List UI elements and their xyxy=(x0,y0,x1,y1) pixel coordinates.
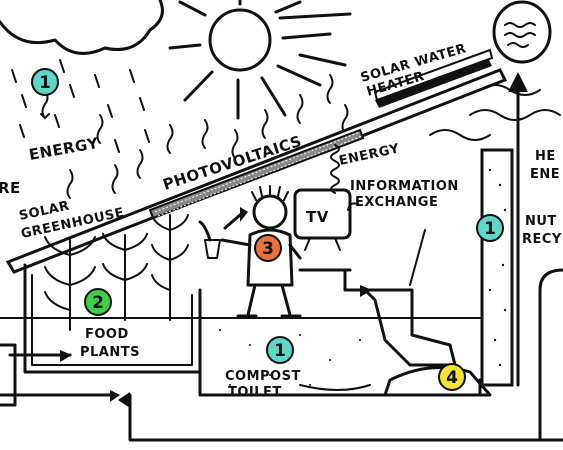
label-energy-right: ENERGY xyxy=(338,141,401,168)
marker-label: 4 xyxy=(446,368,458,388)
rain-lines xyxy=(11,59,150,153)
arrowheads xyxy=(60,207,372,408)
label-food: FOOD xyxy=(85,327,129,342)
stack-column xyxy=(480,148,514,387)
label-heat-2: ENE xyxy=(530,167,560,182)
cup-icon xyxy=(204,239,221,259)
marker-2-plants: 2 xyxy=(84,288,112,316)
label-exchange: EXCHANGE xyxy=(355,195,438,210)
label-tv: TV xyxy=(306,208,329,226)
label-toilet: TOILET xyxy=(228,385,282,400)
marker-label: 3 xyxy=(262,239,274,259)
marker-3-person: 3 xyxy=(254,234,282,262)
label-nutrient-2: RECY xyxy=(522,232,562,247)
marker-label: 1 xyxy=(484,219,496,239)
marker-1-ground: 1 xyxy=(266,336,294,364)
tv-icon xyxy=(293,188,352,251)
up-arrow xyxy=(508,72,528,387)
marker-1-rain: 1 xyxy=(31,68,59,96)
label-compost: COMPOST xyxy=(225,369,301,384)
greenhouse-bed xyxy=(23,263,202,374)
sun-icon xyxy=(168,0,352,120)
marker-label: 2 xyxy=(92,293,104,313)
marker-label: 1 xyxy=(39,73,51,93)
energy-coil xyxy=(330,144,340,194)
water-tank xyxy=(492,0,552,64)
info-exchange-arrow xyxy=(347,202,361,211)
energy-arrows xyxy=(40,74,349,199)
label-far-left: RE xyxy=(0,179,21,197)
marker-label: 1 xyxy=(274,341,286,361)
label-energy-left: ENERGY xyxy=(28,134,101,164)
food-plants xyxy=(44,214,189,331)
left-tank xyxy=(0,343,17,407)
label-plants: PLANTS xyxy=(80,345,140,360)
marker-4-compost: 4 xyxy=(438,363,466,391)
label-heat-1: HE xyxy=(535,149,556,164)
label-nutrient-1: NUT xyxy=(525,214,557,229)
solar-water-heater xyxy=(373,48,494,108)
ground xyxy=(0,317,481,395)
compost-pointer xyxy=(299,384,371,391)
cloud xyxy=(0,0,164,55)
label-information: INFORMATION xyxy=(350,179,459,194)
marker-1-stack: 1 xyxy=(476,214,504,242)
